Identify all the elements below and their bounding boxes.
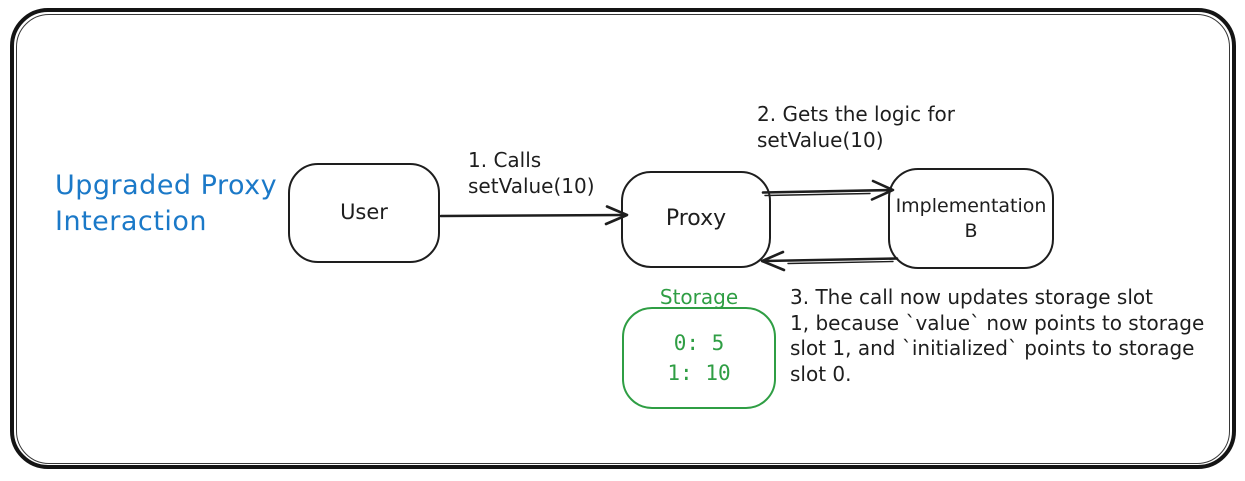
node-implementation-b[interactable]: Implementation B bbox=[888, 168, 1054, 269]
diagram-title: Upgraded Proxy Interaction bbox=[55, 170, 278, 238]
annotation-step1: 1. Calls setValue(10) bbox=[468, 148, 595, 198]
node-proxy[interactable]: Proxy bbox=[621, 171, 771, 268]
storage-slot-0: 0: 5 bbox=[673, 330, 725, 355]
node-user-label: User bbox=[340, 200, 388, 225]
arrow-proxy-to-implementation bbox=[761, 179, 895, 201]
arrow-user-to-proxy bbox=[439, 205, 629, 226]
node-implementation-b-label: Implementation B bbox=[895, 194, 1047, 242]
storage-title: Storage bbox=[659, 285, 739, 309]
node-proxy-label: Proxy bbox=[665, 206, 727, 232]
node-user[interactable]: User bbox=[288, 163, 440, 263]
storage-slot-1: 1: 10 bbox=[667, 361, 731, 385]
arrow-implementation-to-proxy bbox=[760, 250, 899, 272]
node-storage[interactable]: 0: 5 1: 10 bbox=[622, 307, 776, 409]
annotation-step2: 2. Gets the logic for setValue(10) bbox=[757, 102, 955, 152]
annotation-step3: 3. The call now updates storage slot 1, … bbox=[790, 285, 1205, 386]
